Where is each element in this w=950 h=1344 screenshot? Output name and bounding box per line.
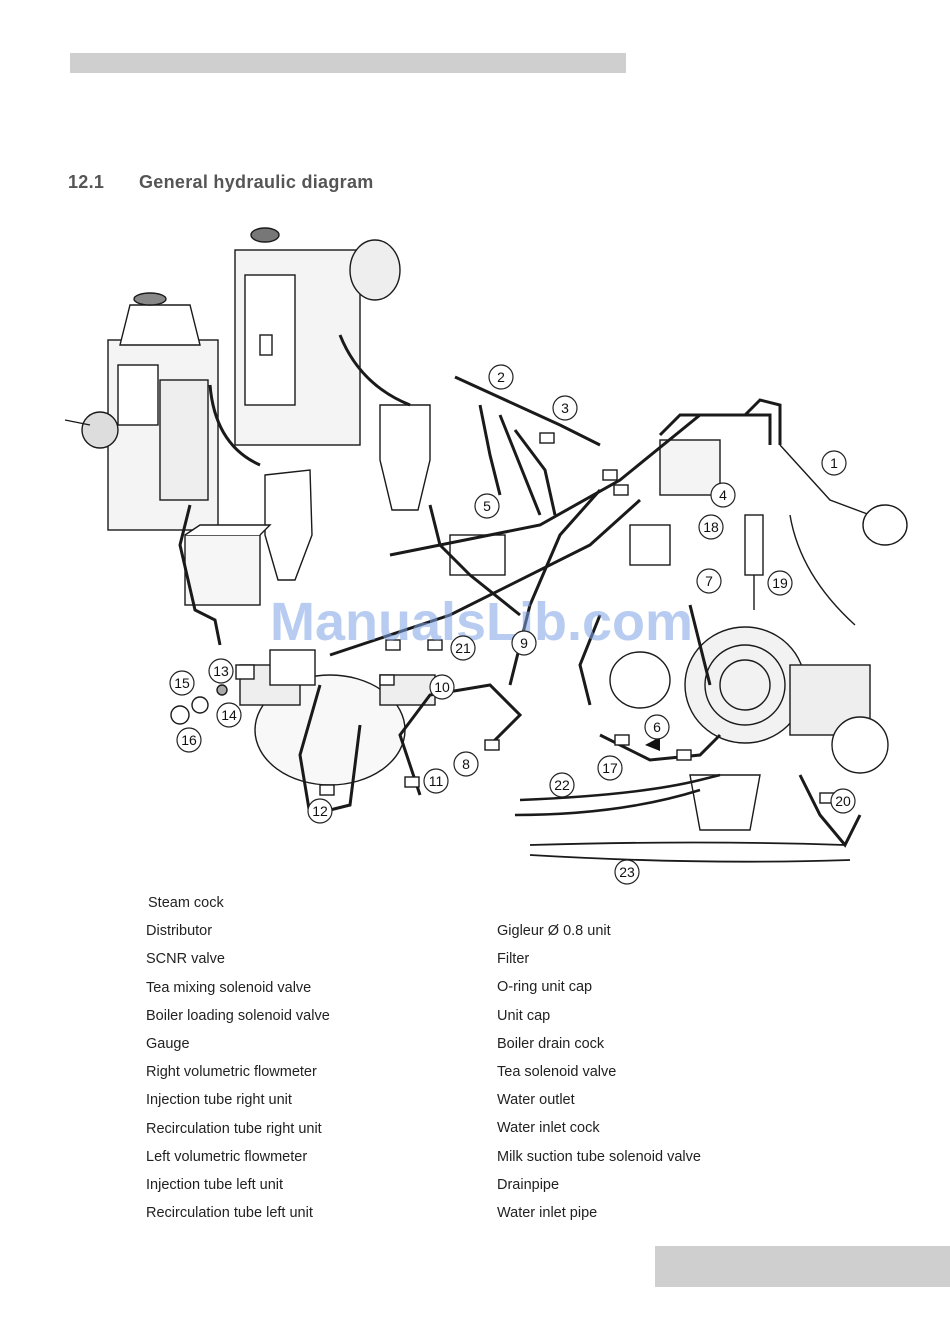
legend-item: Gauge [146,1036,190,1052]
callout-22: 22 [549,772,575,798]
footer-bar [655,1246,950,1287]
callout-23: 23 [614,859,640,885]
legend-item: Tea solenoid valve [497,1064,617,1080]
callout-label: 16 [181,732,197,748]
callout-label: 3 [561,400,569,416]
callout-5: 5 [474,493,500,519]
callout-label: 17 [602,760,618,776]
legend-item: Milk suction tube solenoid valve [497,1148,701,1165]
hydraulic-diagram: ManualsLib.com 1234567891011121314151617… [64,227,908,885]
callout-label: 13 [213,663,229,679]
callout-17: 17 [597,755,623,781]
callout-label: 4 [719,487,727,503]
callout-label: 12 [312,803,328,819]
legend-item: Water inlet pipe [497,1205,598,1221]
watermark: ManualsLib.com [270,592,693,652]
legend-item: Gigleur Ø 0.8 unit [497,923,611,939]
callout-7: 7 [696,568,722,594]
callout-label: 1 [830,455,838,471]
callout-label: 20 [835,793,851,809]
callout-label: 8 [462,756,470,772]
callout-10: 10 [429,674,455,700]
callout-label: 14 [221,707,237,723]
callout-11: 11 [423,768,449,794]
callout-3: 3 [552,395,578,421]
left-brew-unit [64,292,219,531]
legend-item: Boiler drain cock [497,1035,605,1052]
legend-item: Water inlet cock [497,1120,600,1137]
callout-18: 18 [698,514,724,540]
right-chute [379,404,431,511]
legend-item: Drainpipe [497,1176,560,1193]
solenoid-block [659,439,721,496]
callout-label: 9 [520,635,528,651]
legend-item: SCNR valve [146,951,225,968]
legend-item: Unit cap [497,1007,551,1024]
legend-item: Recirculation tube right unit [146,1120,322,1137]
callout-4: 4 [710,482,736,508]
section-number: 12.1 [68,172,105,192]
callout-label: 18 [703,519,719,535]
callout-15: 15 [169,670,195,696]
legend-item: Injection tube right unit [146,1092,292,1109]
legend-item: Steam cock [148,895,224,911]
drain-cup [689,774,761,831]
callout-19: 19 [767,570,793,596]
callout-label: 6 [653,719,661,735]
left-chute [264,469,313,581]
legend-item: Tea mixing solenoid valve [146,979,312,996]
section-title: General hydraulic diagram [139,172,374,192]
gauge [609,651,671,709]
callout-2: 2 [488,364,514,390]
callout-20: 20 [830,788,856,814]
pump-motor [684,626,889,774]
callout-21: 21 [450,635,476,661]
callout-label: 5 [483,498,491,514]
legend-item: Distributor [146,923,213,940]
legend-item: Injection tube left unit [146,1177,284,1193]
section-heading: 12.1 General hydraulic diagram [68,172,374,193]
callout-12: 12 [307,798,333,824]
right-brew-unit [234,227,401,446]
header-bar [70,53,626,73]
callout-1: 1 [821,450,847,476]
callout-label: 15 [174,675,190,691]
legend-item: Filter [497,951,530,968]
callout-9: 9 [511,630,537,656]
control-box [184,534,261,606]
legend-item: Boiler loading solenoid valve [146,1007,330,1024]
legend-item: Water outlet [497,1092,575,1109]
legend-item: O-ring unit cap [497,979,593,996]
callout-8: 8 [453,751,479,777]
callout-16: 16 [176,727,202,753]
legend-item: Left volumetric flowmeter [146,1148,308,1165]
legend-item: Recirculation tube left unit [146,1205,313,1222]
callout-label: 11 [429,773,444,789]
callout-label: 19 [772,575,788,591]
callout-label: 22 [554,777,570,793]
callout-label: 21 [455,640,471,656]
legend-item: Right volumetric flowmeter [146,1064,317,1081]
callout-label: 2 [497,369,505,385]
callout-14: 14 [216,702,242,728]
callout-13: 13 [208,658,234,684]
callout-label: 23 [619,864,635,880]
callout-label: 7 [705,573,713,589]
callout-label: 10 [434,679,450,695]
callout-6: 6 [644,714,670,740]
